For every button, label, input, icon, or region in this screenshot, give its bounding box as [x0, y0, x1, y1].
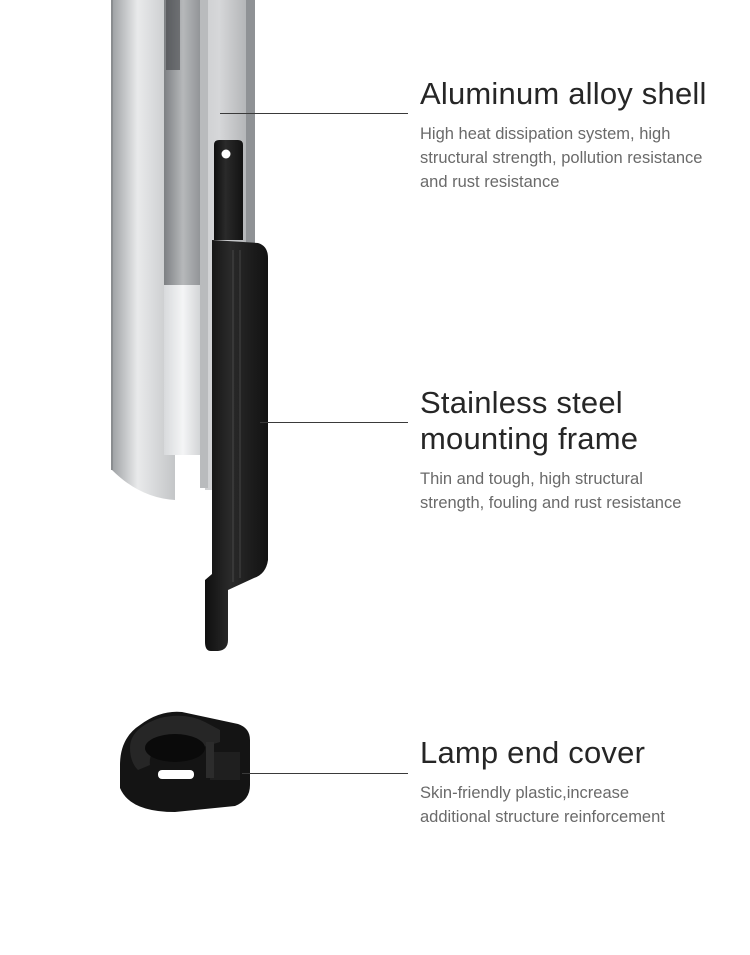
end-cover-illustration: [120, 711, 250, 812]
description-line: structural strength, pollution resistanc…: [420, 149, 703, 167]
callout-mounting-frame: Stainless steel mounting frame Thin and …: [420, 385, 681, 515]
description-line: strength, fouling and rust resistance: [420, 494, 682, 512]
heading-line: mounting frame: [420, 421, 639, 456]
description-line: High heat dissipation system, high: [420, 125, 671, 143]
callout-description: Skin-friendly plastic,increase additiona…: [420, 781, 665, 829]
description-line: additional structure reinforcement: [420, 808, 665, 826]
callout-end-cover: Lamp end cover Skin-friendly plastic,inc…: [420, 735, 665, 829]
callout-description: Thin and tough, high structural strength…: [420, 467, 681, 515]
callout-aluminum-shell: Aluminum alloy shell High heat dissipati…: [420, 76, 707, 194]
description-line: Thin and tough, high structural: [420, 470, 643, 488]
heading-line: Stainless steel: [420, 385, 623, 420]
heading-line: Lamp end cover: [420, 735, 646, 770]
mounting-frame-illustration: [205, 140, 268, 651]
callout-heading: Stainless steel mounting frame: [420, 385, 681, 457]
description-line: and rust resistance: [420, 173, 560, 191]
leader-line-cover: [242, 773, 408, 774]
callout-heading: Lamp end cover: [420, 735, 665, 771]
description-line: Skin-friendly plastic,increase: [420, 784, 630, 802]
leader-line-shell: [220, 113, 408, 114]
callout-description: High heat dissipation system, high struc…: [420, 122, 707, 194]
callout-heading: Aluminum alloy shell: [420, 76, 707, 112]
leader-line-frame: [260, 422, 408, 423]
heading-line: Aluminum alloy shell: [420, 76, 707, 111]
